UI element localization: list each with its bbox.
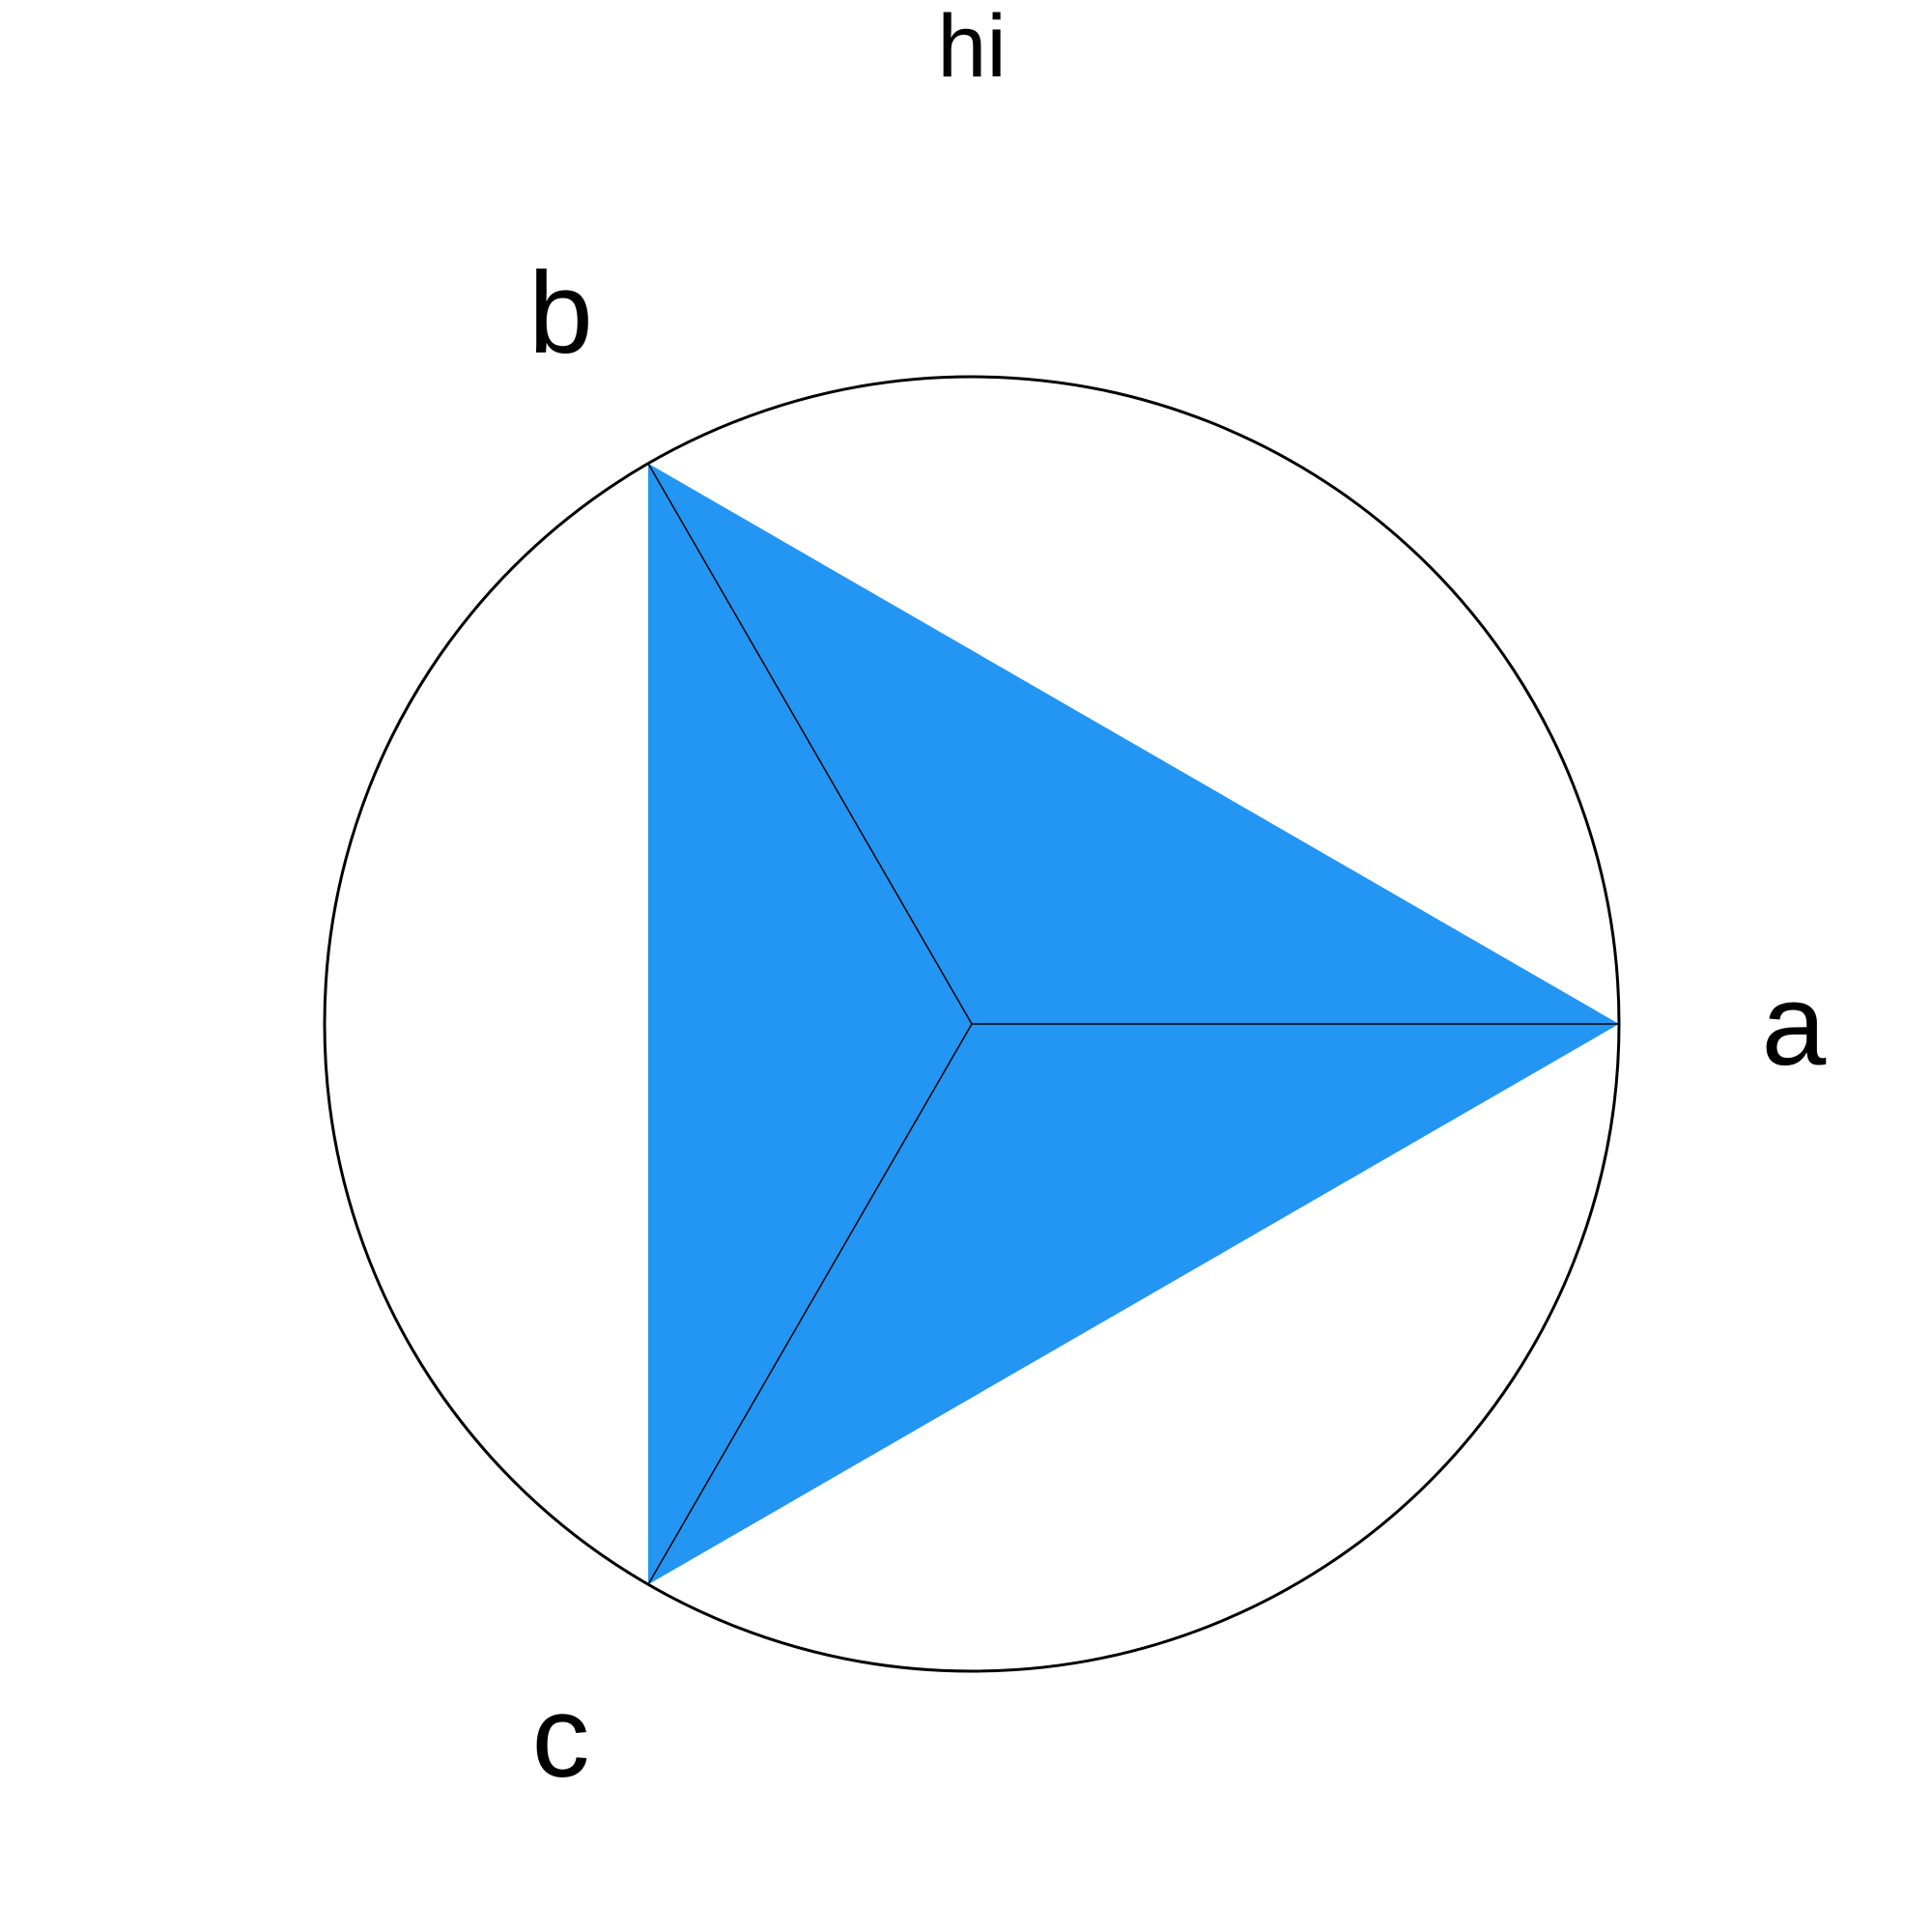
- chart-title: hi: [937, 0, 1007, 96]
- spoke-c: [647, 1023, 973, 1585]
- spoke-b: [647, 463, 973, 1025]
- category-label-c: c: [532, 1672, 590, 1802]
- category-labels: a b c: [528, 248, 1826, 1802]
- category-label-b: b: [528, 248, 593, 378]
- category-label-a: a: [1762, 960, 1827, 1090]
- spokes: [647, 463, 1619, 1585]
